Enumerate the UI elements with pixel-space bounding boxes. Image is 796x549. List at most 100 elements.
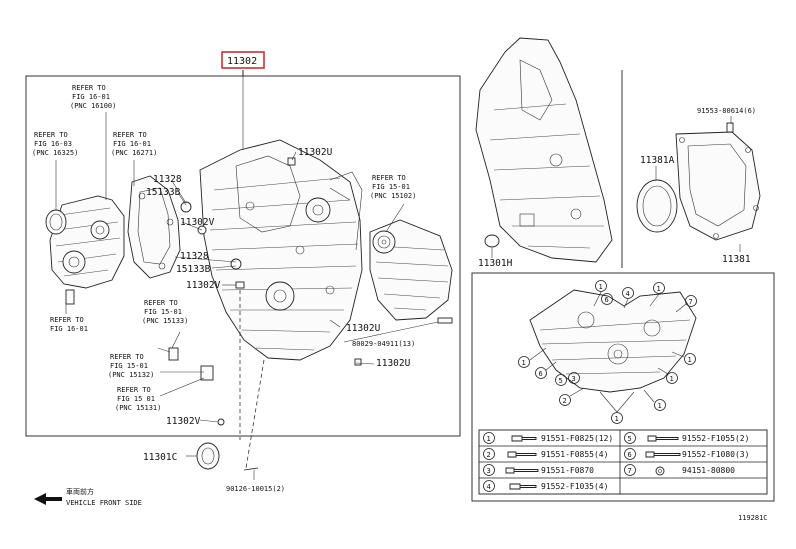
callout-7[interactable]: 7 [685, 295, 697, 307]
front-arrow-icon [34, 493, 62, 505]
svg-text:REFER TO: REFER TO [117, 386, 151, 394]
svg-text:1: 1 [487, 435, 491, 443]
svg-text:1: 1 [657, 285, 661, 293]
svg-text:91552-F1035(4): 91552-F1035(4) [541, 482, 608, 491]
refer-right[interactable]: REFER TO FIG 15-01 (PNC 15102) [370, 174, 416, 200]
part-15133b-b[interactable]: 15133B [176, 264, 211, 275]
engine-block-drawing [475, 37, 613, 263]
main-assembly-frame [25, 70, 461, 437]
svg-text:VEHICLE FRONT SIDE: VEHICLE FRONT SIDE [66, 499, 142, 507]
svg-text:(PNC 15133): (PNC 15133) [142, 317, 188, 325]
callout-1-l[interactable]: 1 [518, 356, 530, 368]
callout-1-r4[interactable]: 1 [654, 399, 666, 411]
callout-1-bot[interactable]: 1 [611, 412, 623, 424]
svg-text:7: 7 [689, 298, 693, 306]
bolt-location-drawing [529, 289, 697, 393]
part-11302u-a[interactable]: 11302U [298, 147, 333, 158]
refer-left-bottom[interactable]: REFER TO FIG 16-01 [50, 316, 88, 333]
refer-top[interactable]: REFER TO FIG 16-01 (PNC 16100) [70, 84, 116, 110]
part-11302u-c[interactable]: 11302U [376, 358, 411, 369]
svg-text:REFER TO: REFER TO [34, 131, 68, 139]
svg-text:FIG 15 01: FIG 15 01 [117, 395, 155, 403]
svg-text:1: 1 [615, 415, 619, 423]
svg-text:FIG 15-01: FIG 15-01 [372, 183, 410, 191]
svg-text:FIG 16-01: FIG 16-01 [50, 325, 88, 333]
refer-center[interactable]: REFER TO FIG 15-01 (PNC 15133) [142, 299, 188, 325]
legend-row-6[interactable]: 6 91552-F1080(3) [624, 448, 750, 460]
svg-text:(PNC 16325): (PNC 16325) [32, 149, 78, 157]
callout-leaders [529, 291, 687, 413]
svg-text:91552-F1080(3): 91552-F1080(3) [682, 450, 749, 459]
svg-text:REFER TO: REFER TO [110, 353, 144, 361]
svg-text:1: 1 [688, 356, 692, 364]
leader-lines [55, 77, 439, 480]
legend-row-5[interactable]: 5 91552-F1055(2) [624, 432, 750, 444]
svg-text:FIG 16-03: FIG 16-03 [34, 140, 72, 148]
oil-pump-drawing [369, 219, 453, 321]
part-11381[interactable]: 11381 [722, 254, 751, 265]
callout-1-top[interactable]: 1 [595, 280, 607, 292]
callout-2[interactable]: 2 [559, 394, 571, 406]
callout-markers: 1 6 4 1 7 1 6 5 3 2 1 1 1 1 [518, 280, 697, 424]
part-11302v-b[interactable]: 11302V [186, 280, 221, 291]
legend-row-3[interactable]: 3 91551-F0870 [483, 464, 595, 476]
svg-text:1: 1 [670, 375, 674, 383]
svg-text:REFER TO: REFER TO [50, 316, 84, 324]
part-11301c[interactable]: 11301C [143, 452, 177, 463]
header-part-box[interactable] [221, 51, 265, 69]
svg-text:1: 1 [522, 359, 526, 367]
refer-center3[interactable]: REFER TO FIG 15 01 (PNC 15131) [115, 386, 161, 412]
svg-text:3: 3 [572, 375, 576, 383]
svg-text:(PNC 15132): (PNC 15132) [108, 371, 154, 379]
part-11302u-b[interactable]: 11302U [346, 323, 381, 334]
callout-1-right[interactable]: 1 [653, 282, 665, 294]
callout-1-r3[interactable]: 1 [666, 372, 678, 384]
refer-center2[interactable]: REFER TO FIG 15-01 (PNC 15132) [108, 353, 154, 379]
part-11302v-a[interactable]: 11302V [180, 217, 215, 228]
svg-text:REFER TO: REFER TO [144, 299, 178, 307]
callout-6[interactable]: 6 [601, 293, 613, 305]
water-pump-gasket [127, 175, 181, 279]
svg-text:車両前方: 車両前方 [66, 487, 94, 496]
svg-text:91551-F0870: 91551-F0870 [541, 466, 594, 475]
svg-text:REFER TO: REFER TO [72, 84, 106, 92]
svg-text:6: 6 [605, 296, 609, 304]
vehicle-front-indicator: 車両前方 VEHICLE FRONT SIDE [34, 487, 142, 507]
refer-left-top[interactable]: REFER TO FIG 16-03 (PNC 16325) [32, 131, 78, 157]
part-11328-b[interactable]: 11328 [180, 251, 209, 262]
part-80029[interactable]: 80029-04911(13) [352, 340, 415, 348]
svg-text:5: 5 [628, 435, 632, 443]
callout-6-l[interactable]: 6 [535, 367, 547, 379]
callout-3[interactable]: 3 [568, 372, 580, 384]
part-11302v-c[interactable]: 11302V [166, 416, 201, 427]
svg-text:2: 2 [563, 397, 567, 405]
part-11381a[interactable]: 11381A [640, 155, 675, 166]
part-91553[interactable]: 91553-80614(6) [697, 107, 756, 115]
part-90126[interactable]: 90126-10015(2) [226, 485, 285, 493]
callout-4[interactable]: 4 [622, 287, 634, 299]
svg-text:7: 7 [628, 467, 632, 475]
svg-text:91551-F0855(4): 91551-F0855(4) [541, 450, 608, 459]
svg-text:FIG 16-01: FIG 16-01 [72, 93, 110, 101]
svg-text:5: 5 [559, 377, 563, 385]
legend-row-1[interactable]: 1 91551-F0825(12) [483, 432, 614, 444]
callout-5[interactable]: 5 [555, 374, 567, 386]
svg-text:4: 4 [626, 290, 630, 298]
refer-mid-top[interactable]: REFER TO FIG 16-01 (PNC 16271) [111, 131, 157, 157]
figure-code: 119281C [738, 514, 768, 522]
part-11301h[interactable]: 11301H [478, 258, 513, 269]
svg-text:(PNC 15102): (PNC 15102) [370, 192, 416, 200]
legend-row-7[interactable]: 7 94151-80800 [624, 464, 736, 476]
callout-1-r2[interactable]: 1 [684, 353, 696, 365]
small-parts [168, 157, 453, 471]
svg-text:6: 6 [539, 370, 543, 378]
legend-row-2[interactable]: 2 91551-F0855(4) [483, 448, 609, 460]
part-11328-a[interactable]: 11328 [153, 174, 182, 185]
header-part-number: 11302 [227, 56, 257, 67]
svg-text:4: 4 [487, 483, 491, 491]
svg-text:FIG 16-01: FIG 16-01 [113, 140, 151, 148]
legend-row-4[interactable]: 4 91552-F1035(4) [483, 480, 609, 492]
svg-text:REFER TO: REFER TO [113, 131, 147, 139]
part-15133b-a[interactable]: 15133B [146, 187, 181, 198]
